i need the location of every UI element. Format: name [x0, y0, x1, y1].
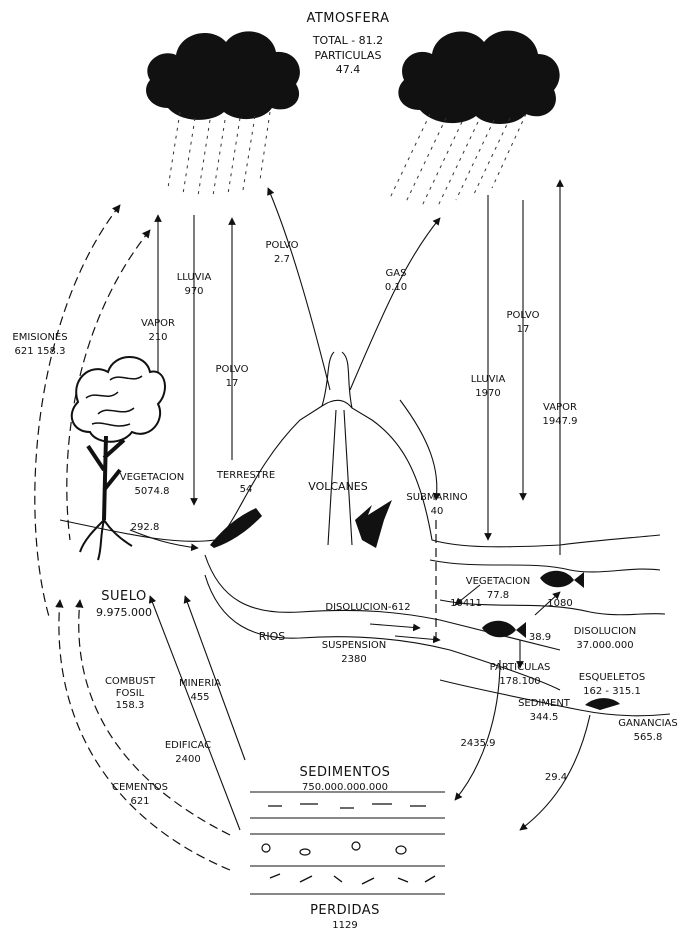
sediment-value: 344.5	[530, 712, 559, 723]
volcanoes-label: VOLCANES	[308, 480, 368, 493]
cloud-right-icon	[398, 31, 559, 124]
volcanic-dust-arrow	[268, 188, 330, 390]
volcanic-dust-value: 2.7	[274, 254, 290, 265]
atmosphere-particles-value: 47.4	[336, 63, 361, 76]
flow-1080: 1080	[547, 598, 572, 609]
fish-icon-2	[482, 621, 526, 638]
ocean-to-sediment-arrow	[455, 660, 500, 800]
rain-right-label: LLUVIA	[471, 374, 506, 385]
fossil-fuel-label-2: FOSIL	[116, 688, 145, 699]
dust-right-label: POLVO	[507, 310, 540, 321]
atmosphere-particles-label: PARTICULAS	[315, 49, 382, 62]
gas-value: 0.10	[385, 282, 407, 293]
sediments-label: SEDIMENTOS	[300, 765, 391, 780]
vegetation-flow-value: 292.8	[131, 522, 160, 533]
mining-label: MINERIA	[179, 678, 221, 689]
flow-10411: 10411	[450, 598, 482, 609]
ocean-dissolution-label: DISOLUCION	[574, 626, 637, 637]
cements-value: 621	[130, 796, 149, 807]
flow-24359: 2435.9	[461, 738, 496, 749]
land-vegetation-label: VEGETACION	[120, 472, 185, 483]
rain-left-label: LLUVIA	[177, 272, 212, 283]
volcano-conduit	[328, 410, 352, 545]
sediment-layers	[250, 792, 445, 894]
building-label: EDIFICAC	[165, 740, 211, 751]
gains-label: GANANCIAS	[618, 718, 678, 729]
volcanic-gas-arrow	[350, 218, 440, 390]
ocean-particles-label: PARTICULAS	[490, 662, 551, 673]
rain-right-value: 1970	[475, 388, 500, 399]
dust-left-label: POLVO	[216, 364, 249, 375]
dissolution-arrow	[370, 624, 420, 628]
vapor-left-label: VAPOR	[141, 318, 175, 329]
gas-label: GAS	[386, 268, 407, 279]
volcano-dike-icon	[355, 500, 392, 548]
rain-left-icon	[168, 112, 270, 196]
rain-left-value: 970	[184, 286, 203, 297]
skeletons-value: 162 - 315.1	[583, 686, 641, 697]
soil-value: 9.975.000	[96, 606, 152, 619]
cloud-left-icon	[146, 31, 300, 119]
sediment-label: SEDIMENT	[518, 698, 571, 709]
fish-icon	[540, 571, 584, 588]
losses-label: PERDIDAS	[310, 903, 380, 918]
ocean-dissolution-value: 37.000.000	[576, 640, 633, 651]
cements-label: CEMENTOS	[112, 782, 168, 793]
mining-value: 455	[190, 692, 209, 703]
skeletons-label: ESQUELETOS	[579, 672, 645, 683]
dissolution-flow-label: DISOLUCION-612	[325, 602, 410, 613]
volcanic-dust-label: POLVO	[266, 240, 299, 251]
atmosphere-title: ATMOSFERA	[306, 11, 389, 26]
rain-right-icon	[390, 114, 526, 206]
dust-left-value: 17	[226, 378, 239, 389]
flow-294: 29.4	[545, 772, 567, 783]
emissions-values: 621 158.3	[15, 346, 66, 357]
vapor-left-value: 210	[148, 332, 167, 343]
fossil-fuel-label-1: COMBUST	[105, 676, 156, 687]
submarine-label: SUBMARINO	[406, 492, 467, 503]
ocean-particles-value: 178.100	[499, 676, 540, 687]
vapor-right-label: VAPOR	[543, 402, 577, 413]
sediments-value: 750.000.000.000	[302, 782, 388, 793]
soil-label: SUELO	[101, 589, 147, 604]
flow-389: 38.9	[529, 632, 551, 643]
land-vegetation-value: 5074.8	[135, 486, 170, 497]
fossil-fuel-arrow	[79, 600, 230, 835]
dust-right-value: 17	[517, 324, 530, 335]
suspension-value: 2380	[341, 654, 366, 665]
ocean-vegetation-value: 77.8	[487, 590, 509, 601]
suspension-label: SUSPENSION	[322, 640, 387, 651]
emissions-label: EMISIONES	[12, 332, 67, 343]
ocean-surface	[430, 560, 660, 572]
building-value: 2400	[175, 754, 200, 765]
vapor-right-value: 1947.9	[543, 416, 578, 427]
suspension-arrow	[395, 636, 440, 640]
losses-value: 1129	[332, 920, 357, 931]
atmosphere-total: TOTAL - 81.2	[312, 34, 383, 47]
terrestrial-label: TERRESTRE	[216, 470, 275, 481]
submarine-value: 40	[431, 506, 444, 517]
rivers-label: RIOS	[259, 630, 286, 643]
building-arrow	[150, 596, 240, 830]
gains-value: 565.8	[634, 732, 663, 743]
shell-icon	[585, 698, 620, 710]
ocean-vegetation-label: VEGETACION	[466, 576, 531, 587]
cements-arrow	[59, 600, 230, 870]
fossil-fuel-value: 158.3	[116, 700, 145, 711]
volcano-crater	[322, 352, 352, 408]
terrestrial-value: 54	[240, 484, 253, 495]
